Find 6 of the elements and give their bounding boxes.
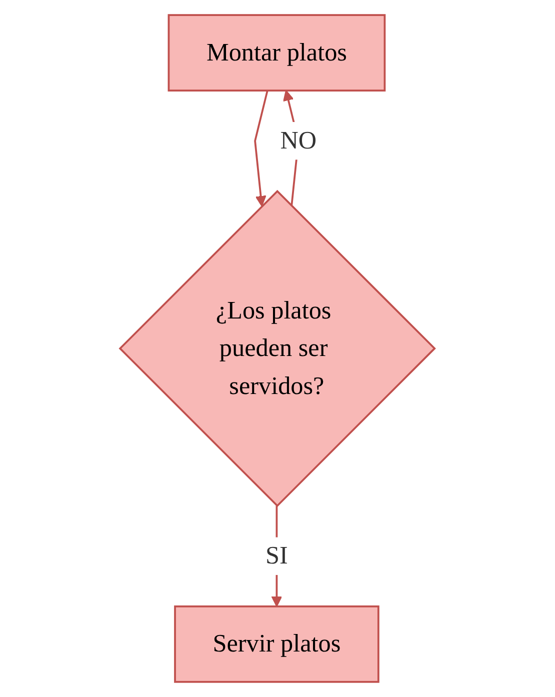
node-box: Montar platos [168,14,386,92]
node-diamond: ¿Los platos pueden ser servidos? [118,190,436,508]
edge-label: NO [280,127,317,155]
node-box: Servir platos [174,605,380,683]
edge-label: SI [266,542,288,570]
arrow [254,90,268,207]
